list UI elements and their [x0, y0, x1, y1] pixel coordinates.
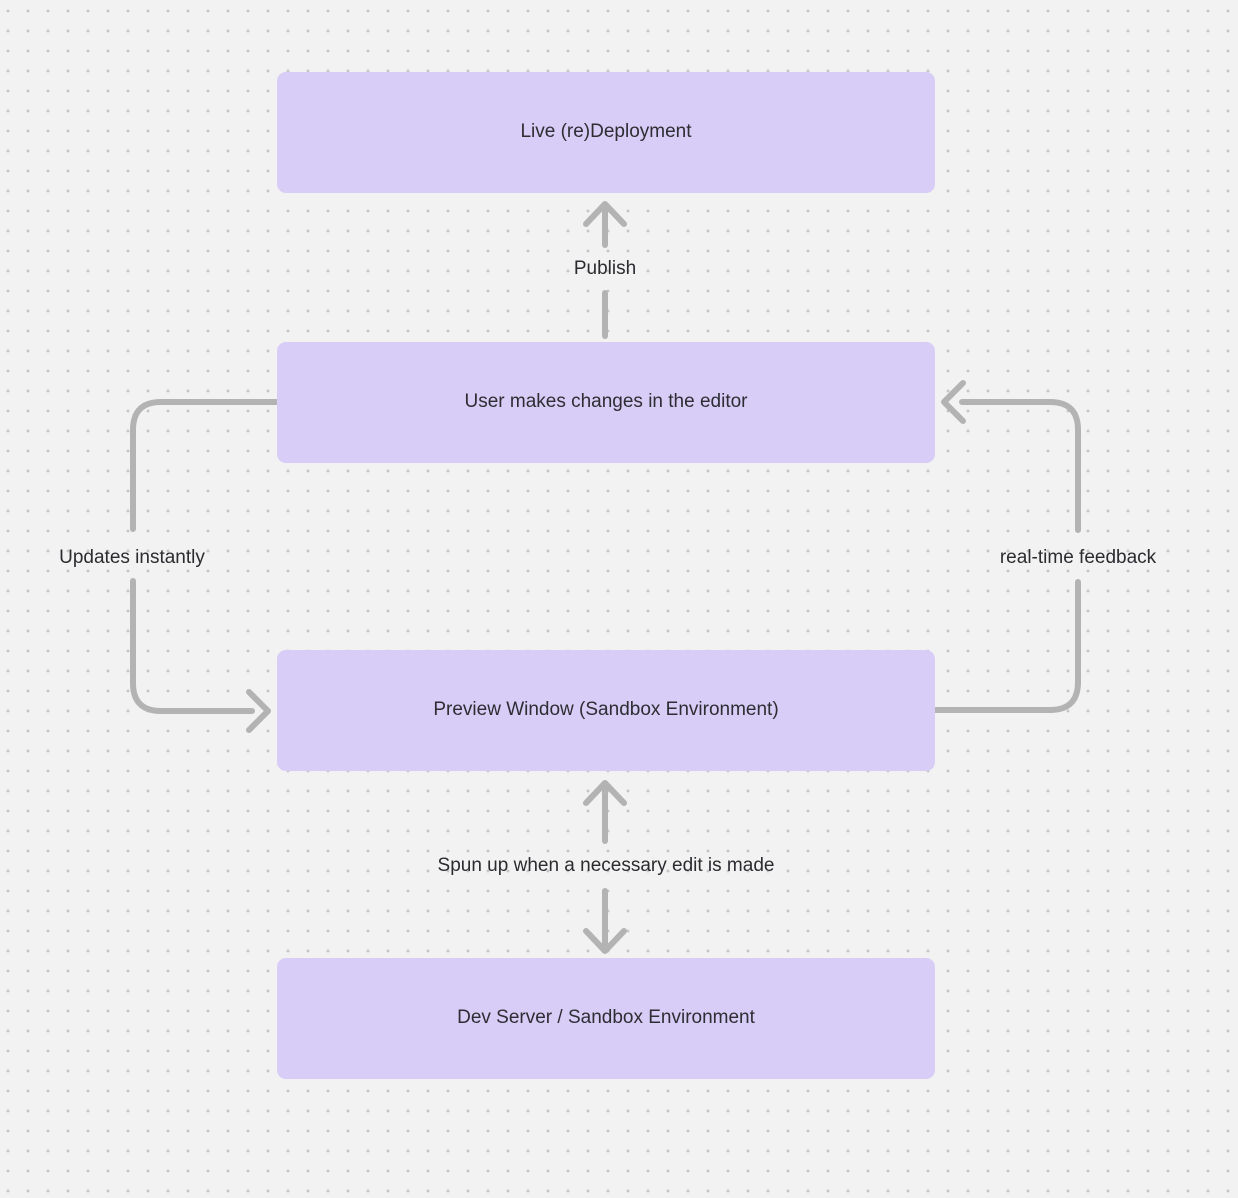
node-live-redeployment[interactable]: Live (re)Deployment: [277, 72, 935, 193]
edge-feedback-segment-lower: [932, 579, 1081, 713]
node-label: Live (re)Deployment: [520, 121, 692, 143]
arrowhead-left-icon: [941, 380, 966, 424]
edge-label-updates-instantly: Updates instantly: [59, 547, 205, 568]
edge-real-time-feedback: [932, 380, 1081, 713]
edge-updates-instantly: [130, 399, 280, 733]
edge-label-real-time-feedback: real-time feedback: [999, 547, 1157, 568]
node-label: User makes changes in the editor: [464, 391, 748, 413]
node-user-editor[interactable]: User makes changes in the editor: [277, 342, 935, 463]
arrowhead-up-icon: [583, 780, 627, 806]
edge-label-spun-up: Spun up when a necessary edit is made: [437, 855, 775, 876]
node-preview-window[interactable]: Preview Window (Sandbox Environment): [277, 650, 935, 771]
edge-spun-up: [583, 780, 627, 954]
edge-feedback-segment-upper: [959, 399, 1081, 533]
arrowhead-up-icon: [583, 201, 627, 227]
node-dev-server[interactable]: Dev Server / Sandbox Environment: [277, 958, 935, 1079]
arrowhead-right-icon: [246, 689, 271, 733]
node-label: Preview Window (Sandbox Environment): [433, 699, 779, 721]
node-label: Dev Server / Sandbox Environment: [457, 1007, 755, 1029]
edge-updates-segment-lower: [130, 578, 255, 714]
edge-publish: [583, 201, 627, 339]
arrowhead-down-icon: [583, 928, 627, 954]
edge-updates-segment-upper: [130, 399, 280, 532]
edge-label-publish: Publish: [573, 258, 637, 279]
